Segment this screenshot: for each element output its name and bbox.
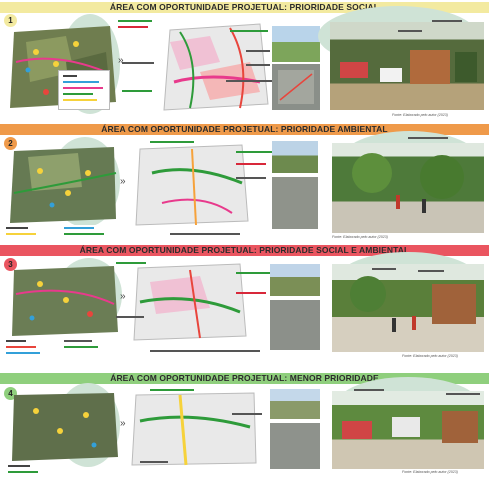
section-2-render	[332, 143, 484, 233]
section-2-label-a	[408, 137, 448, 139]
section-1-legend	[58, 70, 110, 110]
section-3-legend	[4, 338, 134, 360]
section-1-render	[330, 22, 484, 110]
section-4-label-b	[446, 393, 480, 395]
section-2-title: ÁREA COM OPORTUNIDADE PROJETUAL: PRIORID…	[0, 124, 489, 135]
section-4-number: 4	[4, 387, 17, 400]
section-2-annotation-d	[236, 177, 266, 179]
section-3-map-main	[10, 264, 120, 338]
section-2-arrow: »	[120, 176, 126, 187]
section-4-annotation-b	[232, 413, 262, 415]
section-1-photo-map	[272, 64, 320, 110]
section-4-render	[332, 391, 484, 469]
section-3-photo-field	[270, 264, 320, 296]
section-1-annotation-a	[118, 20, 152, 22]
section-4-source: Fonte: Elaborado pelo autor (2023)	[402, 470, 458, 474]
section-2-annotation-a	[150, 141, 194, 143]
section-3-annotation-e	[150, 350, 260, 352]
section-4-annotation-c	[140, 461, 168, 463]
section-1-number: 1	[4, 14, 17, 27]
section-1-arrow: »	[118, 55, 124, 66]
section-3-annotation-a	[116, 262, 146, 264]
section-3-arrow: »	[120, 291, 126, 302]
section-4: ÁREA COM OPORTUNIDADE PROJETUAL: MENOR P…	[0, 363, 489, 477]
section-3-photo-map	[270, 300, 320, 350]
section-4-photo-map	[270, 423, 320, 469]
section-1-photo-field	[272, 26, 320, 62]
section-3-render	[332, 264, 484, 352]
section-1-annotation-c	[122, 62, 154, 64]
section-2-source: Fonte: Elaborado pelo autor (2023)	[332, 235, 388, 239]
section-1: ÁREA COM OPORTUNIDADE PROJETUAL: PRIORID…	[0, 0, 489, 120]
section-1-annotation-f	[246, 50, 270, 52]
section-1-label-b	[432, 20, 462, 22]
section-4-map-proposal	[130, 391, 260, 467]
section-2-legend	[4, 225, 134, 241]
section-1-map-proposal	[160, 22, 272, 112]
section-2: ÁREA COM OPORTUNIDADE PROJETUAL: PRIORID…	[0, 121, 489, 241]
section-1-source: Fonte: Elaborado pelo autor (2023)	[392, 113, 448, 117]
section-3-annotation-b	[236, 272, 272, 274]
section-1-annotation-e	[230, 30, 268, 32]
section-1-annotation-g	[246, 64, 270, 66]
section-3-annotation-c	[236, 292, 266, 294]
section-4-annotation-a	[150, 389, 194, 391]
section-4-title: ÁREA COM OPORTUNIDADE PROJETUAL: MENOR P…	[0, 373, 489, 384]
section-2-number: 2	[4, 137, 17, 150]
section-1-annotation-b	[118, 26, 148, 28]
section-1-title: ÁREA COM OPORTUNIDADE PROJETUAL: PRIORID…	[0, 2, 489, 13]
section-2-annotation-b	[236, 151, 272, 153]
section-3-annotation-d	[116, 316, 144, 318]
section-4-legend	[6, 463, 66, 477]
section-2-annotation-c	[236, 163, 266, 165]
section-2-photo-road	[272, 141, 318, 173]
section-3-number: 3	[4, 258, 17, 271]
section-2-map-main	[8, 143, 120, 227]
section-3-title: ÁREA COM OPORTUNIDADE PROJETUAL: PRIORID…	[0, 245, 489, 256]
section-4-map-main	[10, 391, 120, 463]
section-4-photo-road	[270, 389, 320, 419]
section-3-label-b	[418, 270, 444, 272]
section-1-annotation-h	[226, 80, 272, 82]
section-3-label-a	[372, 268, 396, 270]
section-3-source: Fonte: Elaborado pelo autor (2023)	[402, 354, 458, 358]
section-3: ÁREA COM OPORTUNIDADE PROJETUAL: PRIORID…	[0, 242, 489, 362]
section-4-arrow: »	[120, 418, 126, 429]
section-4-label-a	[354, 389, 384, 391]
section-1-label-a	[398, 30, 422, 32]
section-2-map-proposal	[132, 143, 252, 227]
section-1-annotation-d	[122, 90, 152, 92]
section-2-annotation-e	[170, 233, 240, 235]
section-3-map-proposal	[130, 262, 250, 342]
section-2-photo-map	[272, 177, 318, 229]
